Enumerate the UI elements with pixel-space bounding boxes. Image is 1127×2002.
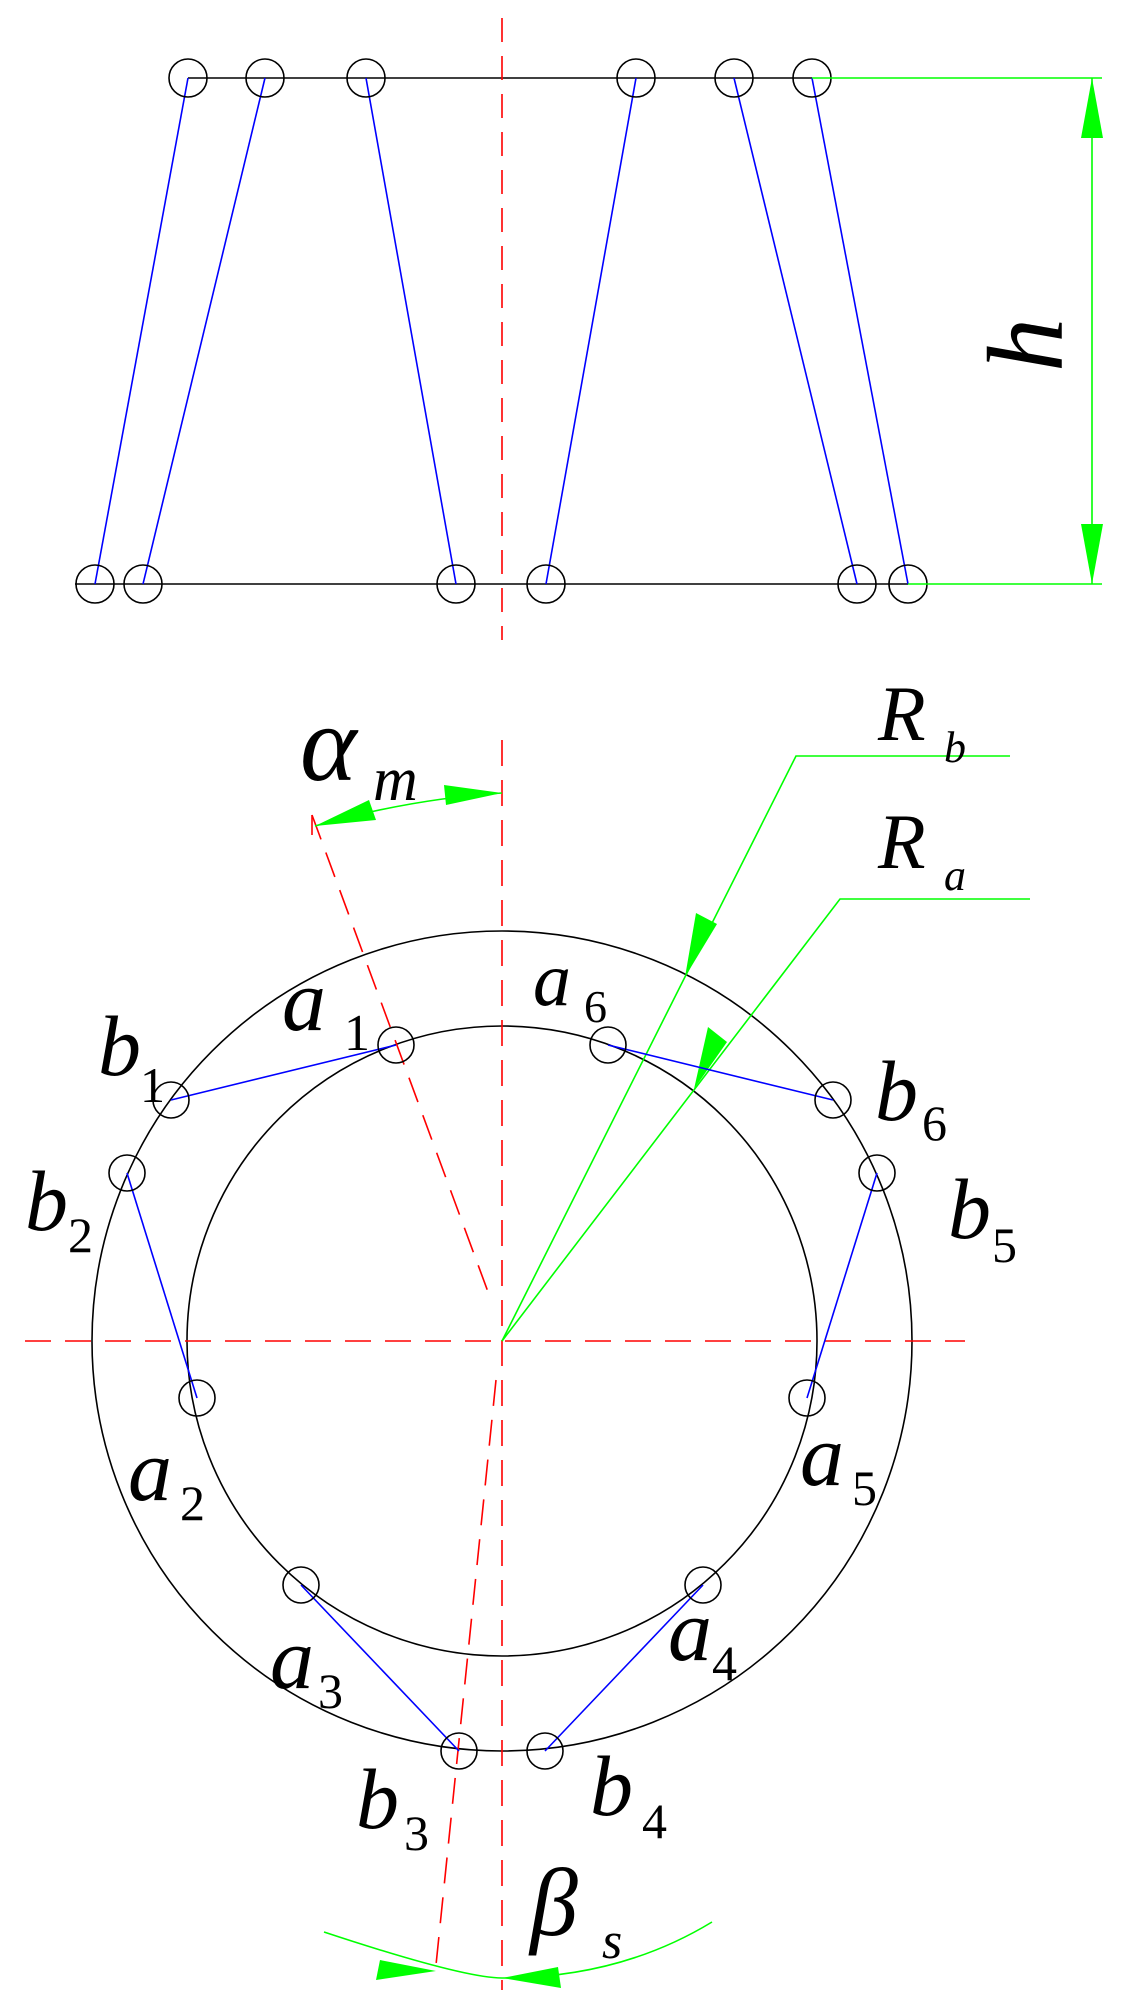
radius-leaders [501,755,1030,1342]
joint-circle [436,564,476,604]
arrowhead-Ra [694,1027,727,1089]
label-a3: a [270,1611,314,1708]
leg-a5-b5 [806,1172,878,1399]
side-leg-6 [811,77,909,585]
leg-a4-b4 [544,1584,704,1752]
joint-a3 [282,1566,320,1604]
label-Ra-sub: a [944,851,966,900]
label-beta: β [528,1849,578,1956]
joint-circle [168,58,208,98]
side-leg-3 [365,77,457,585]
arrowhead-down [1081,524,1103,584]
label-a4-sub: 4 [712,1635,737,1691]
side-leg-4 [545,77,637,585]
arrowhead-beta-right [502,1967,561,1988]
leg-a2-b2 [126,1172,198,1399]
leader-Rb [501,755,1010,1342]
side-leg-5 [733,77,858,585]
height-dimension [812,77,1103,585]
label-a5-sub: 5 [852,1460,877,1516]
side-joints [75,58,928,604]
joint-a1 [377,1026,415,1064]
labels: α m R b R a a 1 a 6 b 1 b 6 b 2 b 5 a 2 … [25,670,1017,1970]
arrowhead-alpha-right [444,785,502,805]
joint-a5 [788,1379,826,1417]
label-Rb: R [877,670,926,757]
label-b3: b [356,1751,399,1847]
label-h: h [967,318,1086,372]
label-alpha-sub: m [373,746,418,814]
alpha-reference-line [311,814,492,1301]
side-legs [94,77,909,585]
label-a3-sub: 3 [318,1663,343,1719]
label-b3-sub: 3 [404,1805,429,1861]
label-b6-sub: 6 [922,1095,947,1151]
joint-circle [837,564,877,604]
label-Rb-sub: b [944,723,966,772]
top-view [25,740,1030,1990]
joint-a2 [178,1379,216,1417]
arrowhead-up [1081,78,1103,138]
label-a2: a [128,1423,172,1520]
label-a4: a [668,1583,712,1680]
joint-circle [714,58,754,98]
leg-a6-b6 [607,1044,834,1101]
label-b2-sub: 2 [68,1207,93,1263]
label-b4: b [590,1738,633,1834]
label-b5-sub: 5 [992,1217,1017,1273]
label-b5: b [948,1161,991,1257]
joint-b2 [108,1154,146,1192]
joint-circle [526,564,566,604]
label-b6: b [875,1043,918,1139]
label-b1: b [98,998,141,1094]
label-a1-sub: 1 [344,1005,370,1062]
joint-a4 [684,1566,722,1604]
joint-circle [75,564,115,604]
joint-circle [346,58,386,98]
label-b1-sub: 1 [140,1057,165,1113]
leader-Ra [501,898,1030,1342]
arrowhead-Rb [685,913,717,977]
top-centerlines [25,740,965,1990]
label-a6-sub: 6 [584,981,607,1032]
label-a5: a [800,1408,844,1505]
arrowhead-alpha-left [315,800,376,826]
side-view: h [75,18,1103,640]
label-b4-sub: 4 [642,1793,667,1849]
joint-b5 [858,1154,896,1192]
joint-a6 [589,1026,627,1064]
label-alpha: α [300,685,359,804]
side-leg-1 [94,77,189,585]
label-b2: b [25,1153,68,1249]
joint-b3 [440,1732,478,1770]
joint-circle [616,58,656,98]
joint-b6 [814,1081,852,1119]
alpha-dimension [314,785,503,827]
label-a1: a [282,953,326,1050]
joint-circle [245,58,285,98]
top-legs [126,1044,878,1752]
label-beta-sub: s [602,1913,622,1970]
leg-a3-b3 [300,1584,460,1752]
arrowhead-beta-left [376,1960,436,1980]
beta-reference-line [435,1379,497,1966]
beta-dimension [323,1921,713,1988]
label-Ra: R [877,798,926,885]
label-a2-sub: 2 [180,1475,205,1531]
joint-b1 [152,1081,190,1119]
joint-circle [123,564,163,604]
label-a6: a [533,938,571,1022]
joint-b4 [526,1732,564,1770]
side-leg-2 [142,77,266,585]
leg-a1-b1 [170,1044,397,1101]
top-joints [108,1026,896,1770]
